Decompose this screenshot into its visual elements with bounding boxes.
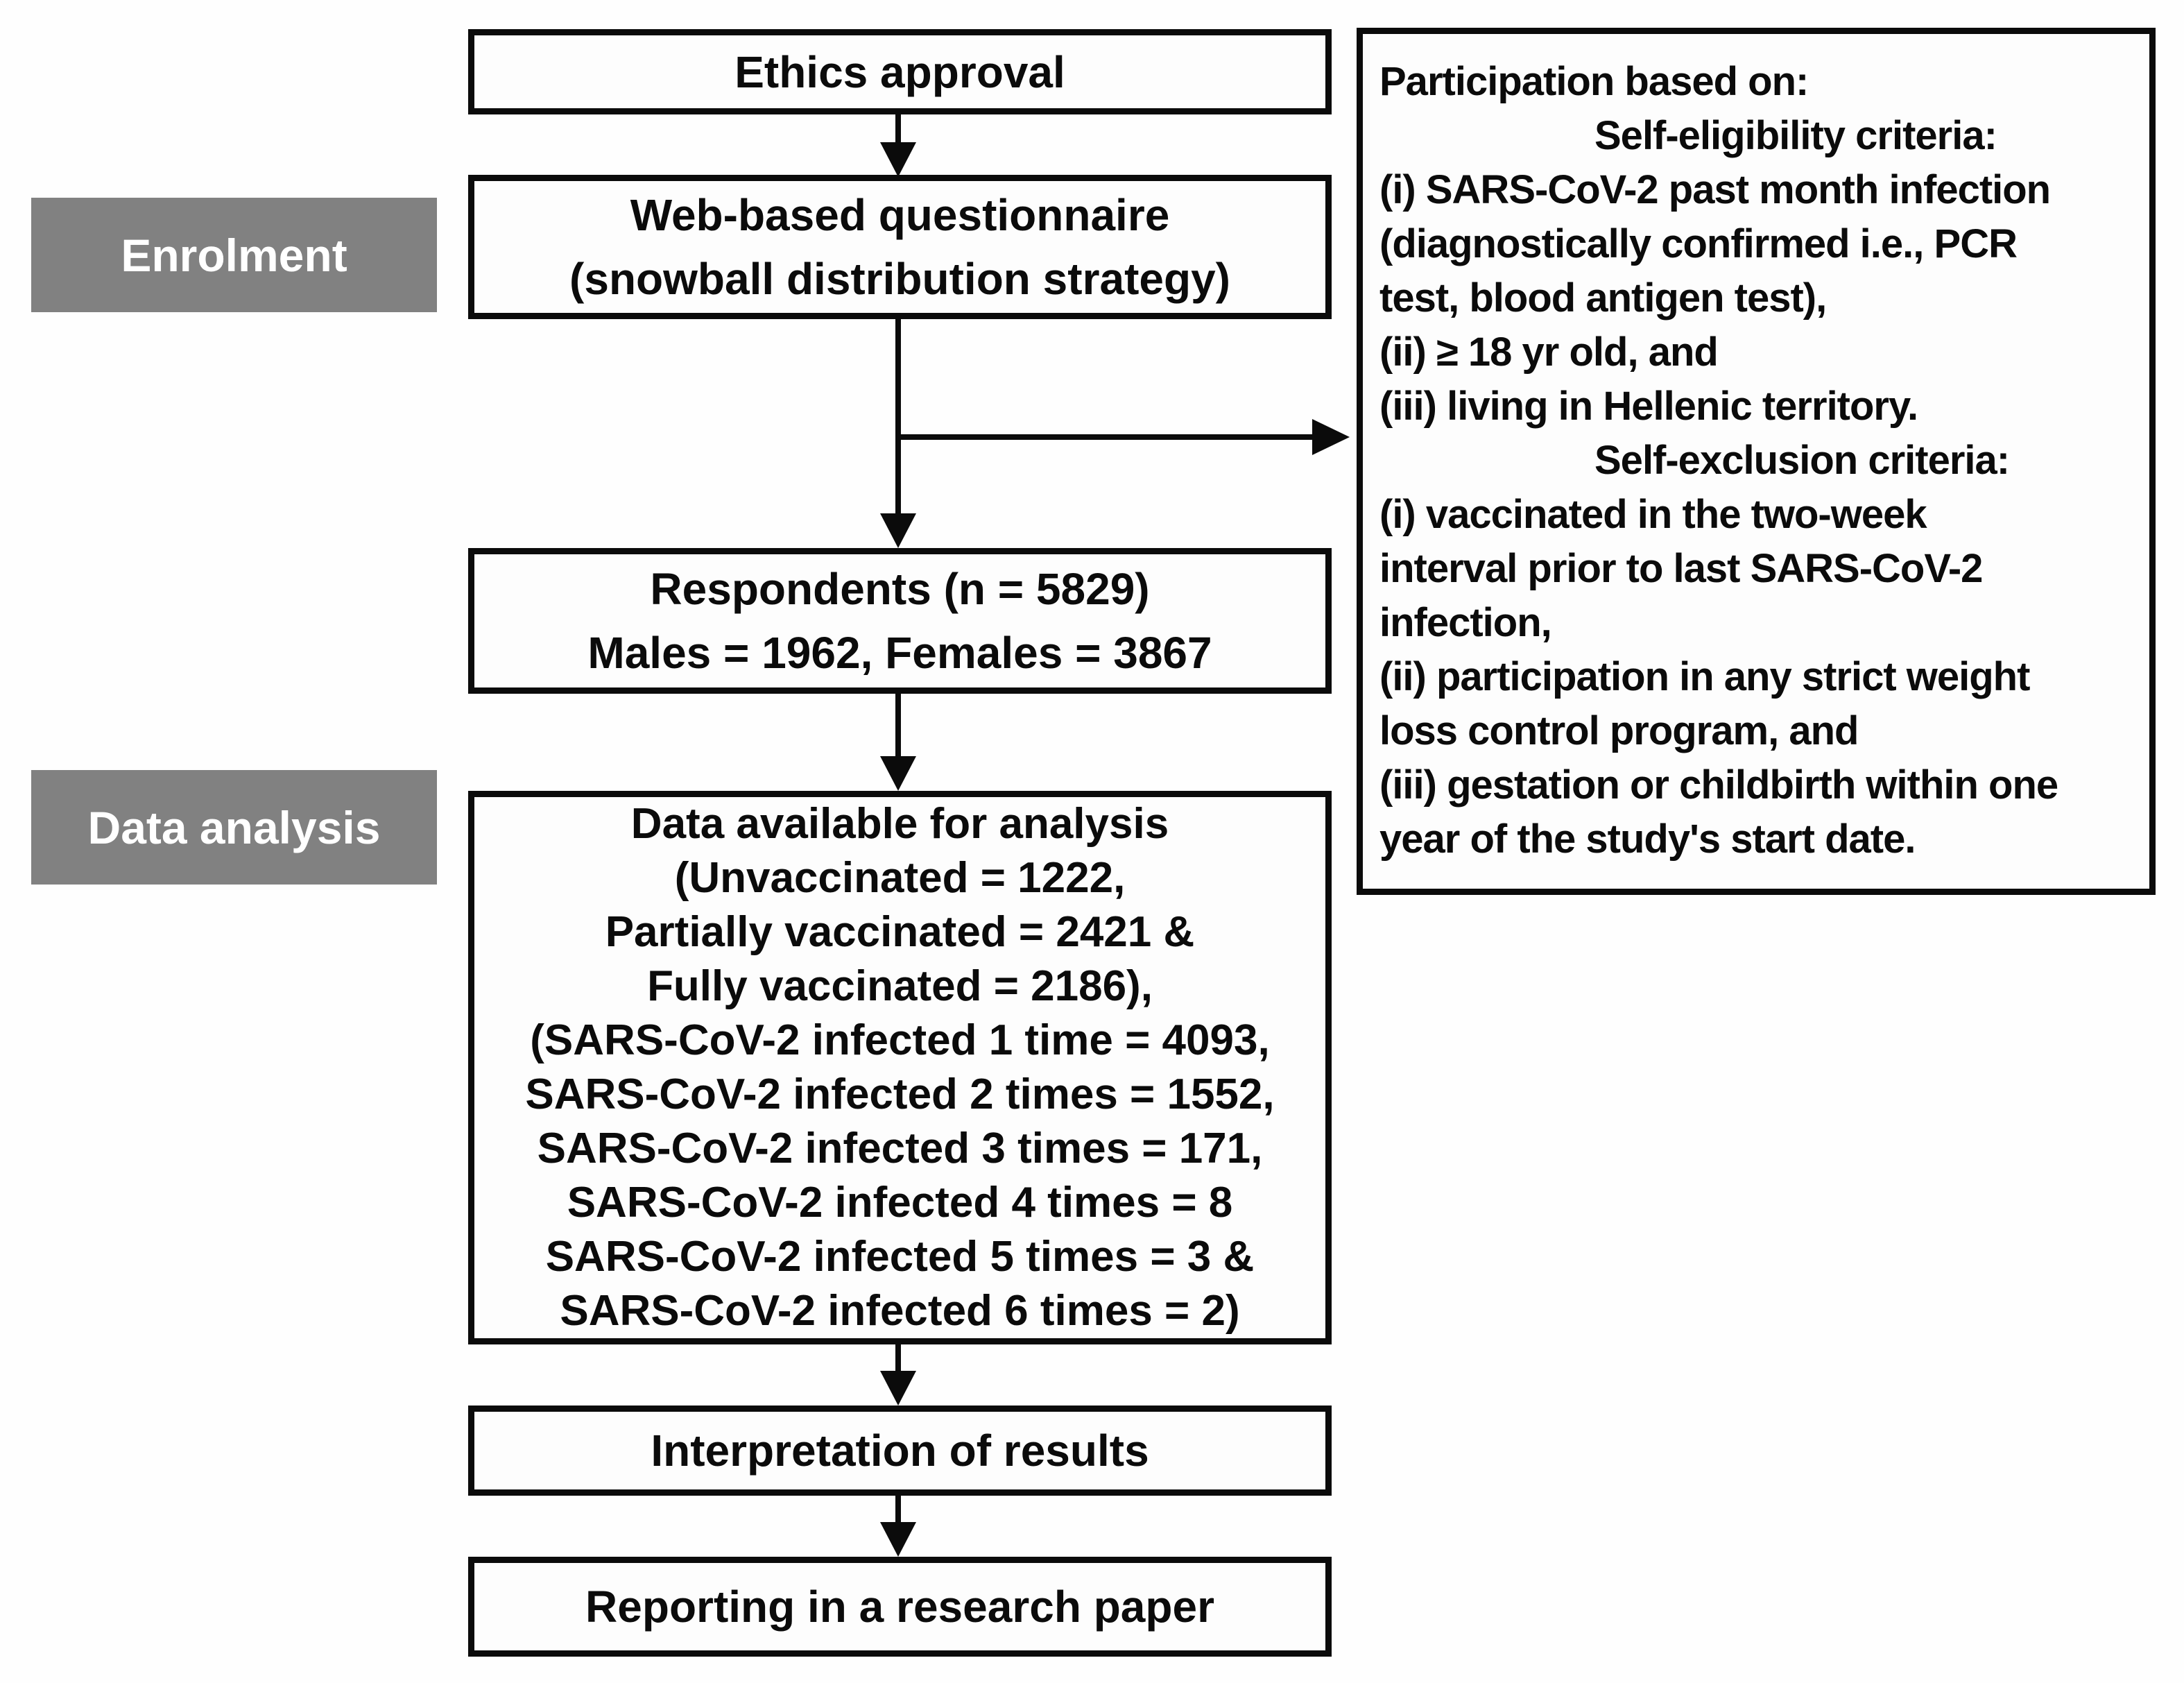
arrow-line <box>895 114 901 148</box>
criteria-line: (i) vaccinated in the two-week <box>1379 492 1927 537</box>
criteria-line: year of the study's start date. <box>1379 817 1916 862</box>
criteria-line: infection, <box>1379 600 1552 645</box>
enrolment-stage-text: Enrolment <box>121 229 347 281</box>
arrow-line <box>895 694 901 758</box>
interpretation-box: Interpretation of results <box>468 1406 1332 1496</box>
data-available-box: Data available for analysis (Unvaccinate… <box>468 791 1332 1344</box>
criteria-line: loss control program, and <box>1379 708 1859 753</box>
criteria-line: (diagnostically confirmed i.e., PCR <box>1379 221 2018 266</box>
data-available-line: Data available for analysis <box>630 800 1169 848</box>
interpretation-text: Interpretation of results <box>651 1426 1149 1476</box>
ethics-approval-text: Ethics approval <box>734 46 1065 97</box>
data-available-line: Partially vaccinated = 2421 & <box>605 908 1195 956</box>
data-available-line: (SARS-CoV-2 infected 1 time = 4093, <box>530 1016 1270 1064</box>
arrow-line <box>895 319 901 519</box>
criteria-line: (ii) participation in any strict weight <box>1379 654 2030 699</box>
arrowhead-down-icon <box>880 513 916 548</box>
arrowhead-right-icon <box>1312 419 1350 455</box>
arrow-line <box>895 1496 901 1525</box>
web-questionnaire-box: Web-based questionnaire (snowball distri… <box>468 175 1332 319</box>
criteria-line: test, blood antigen test), <box>1379 275 1827 321</box>
ethics-approval-box: Ethics approval <box>468 29 1332 114</box>
arrow-line <box>895 1344 901 1374</box>
arrowhead-down-icon <box>880 1371 916 1406</box>
criteria-line: Self-exclusion criteria: <box>1594 438 2010 483</box>
data-analysis-stage-label: Data analysis <box>31 770 437 885</box>
respondents-line: Males = 1962, Females = 3867 <box>587 628 1212 678</box>
data-analysis-stage-text: Data analysis <box>87 801 381 853</box>
reporting-text: Reporting in a research paper <box>585 1582 1214 1632</box>
criteria-line: interval prior to last SARS-CoV-2 <box>1379 546 1983 591</box>
criteria-line: (iii) gestation or childbirth within one <box>1379 762 2058 808</box>
data-available-line: SARS-CoV-2 infected 2 times = 1552, <box>525 1070 1275 1118</box>
arrowhead-down-icon <box>880 756 916 791</box>
data-available-line: SARS-CoV-2 infected 4 times = 8 <box>567 1179 1233 1227</box>
arrow-line <box>898 434 1314 440</box>
arrowhead-down-icon <box>880 142 916 177</box>
data-available-line: (Unvaccinated = 1222, <box>674 854 1126 902</box>
enrolment-stage-label: Enrolment <box>31 198 437 312</box>
criteria-line: (i) SARS-CoV-2 past month infection <box>1379 167 2051 212</box>
reporting-box: Reporting in a research paper <box>468 1557 1332 1657</box>
data-available-line: SARS-CoV-2 infected 5 times = 3 & <box>545 1233 1255 1281</box>
questionnaire-line: (snowball distribution strategy) <box>569 254 1230 304</box>
participation-criteria-panel: Participation based on: Self-eligibility… <box>1357 28 2156 895</box>
criteria-line: (iii) living in Hellenic territory. <box>1379 384 1918 429</box>
respondents-box: Respondents (n = 5829) Males = 1962, Fem… <box>468 548 1332 694</box>
respondents-line: Respondents (n = 5829) <box>650 564 1150 614</box>
arrowhead-down-icon <box>880 1522 916 1557</box>
data-available-line: SARS-CoV-2 infected 6 times = 2) <box>560 1287 1240 1335</box>
criteria-line: Self-eligibility criteria: <box>1594 113 1997 158</box>
data-available-line: SARS-CoV-2 infected 3 times = 171, <box>537 1125 1263 1172</box>
criteria-line: (ii) ≥ 18 yr old, and <box>1379 330 1719 375</box>
criteria-line: Participation based on: <box>1379 59 1809 104</box>
questionnaire-line: Web-based questionnaire <box>630 190 1170 240</box>
data-available-line: Fully vaccinated = 2186), <box>647 962 1153 1010</box>
